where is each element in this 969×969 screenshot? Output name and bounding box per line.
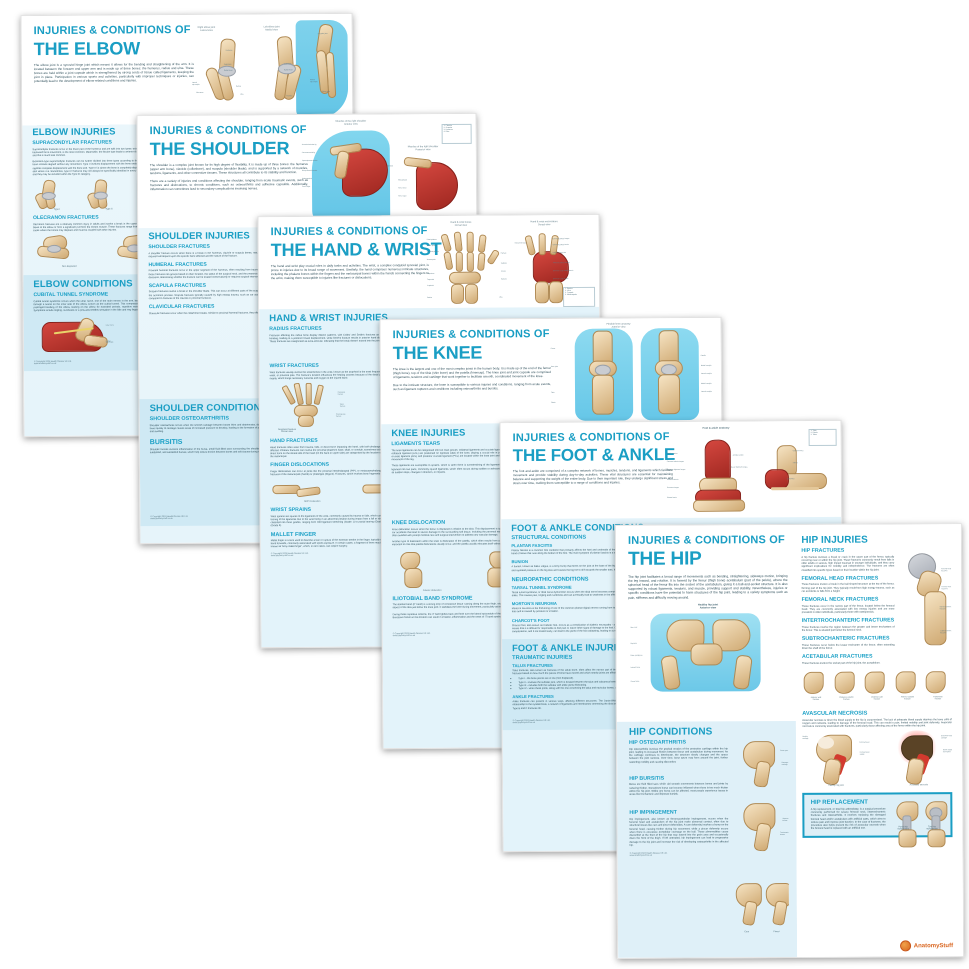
hip-replacement-title: HIP REPLACEMENT [810,799,868,807]
intertrochanteric-fractures-text: These fractures involve the region betwe… [801,625,895,632]
hip-replacement-callout: HIP REPLACEMENT A hip replacement, or to… [802,792,953,848]
foot-legend: 1. Tibia 2. Fibula 3. Talus [808,428,837,447]
shoulder-diagram-caption-right: Muscles of the right shoulder Posterior … [407,145,439,151]
femoral-neck-fractures-text: These fractures occur in the narrow part… [801,603,895,614]
anatomystuff-logo-icon [899,940,911,952]
poster-shoulder-intro-2: There are a variety of injuries and cond… [149,177,309,192]
hip-replacement-text: A hip replacement, or total hip arthropl… [810,807,886,831]
hand-legend: 1. Radius 2. Ulna 3. Carpals 4. Metacarp… [562,286,596,308]
subtrochanteric-fractures-text: These fractures occur below the lesser t… [801,643,895,650]
foot-ankle-diagram: Foot & ankle anatomy Tibialis anterior E… [667,425,840,518]
poster-shoulder-intro-1: The shoulder is a complex joint known fo… [149,161,308,175]
poster-knee-intro-1: The knee is the largest and one of the m… [392,365,551,379]
shoulder-diagram-caption-left: Muscles of the right shoulder Anterior v… [335,119,367,126]
hip-conditions-band: HIP CONDITIONS HIP OSTEOARTHRITIS Hip os… [616,720,798,958]
poster-elbow-intro: The elbow joint is a synovial hinge join… [33,61,194,83]
hip-section-conditions-heading: HIP CONDITIONS [628,726,713,738]
hip-fractures-title: HIP FRACTURES [801,547,845,554]
femoral-neck-fractures-title: FEMORAL NECK FRACTURES [801,596,879,603]
hand-diagram-caption-left: Hand & wrist bones Dorsal view [450,220,472,227]
poster-hip-kicker: INJURIES & CONDITIONS OF [627,534,785,547]
hip-copyright-line2: www.anatomystuff.co.uk [629,854,652,857]
acetabular-fractures-text: These fractures involve the socket part … [801,661,881,665]
elbow-diagram-caption-right: Left elbow joint Medial view [263,25,280,32]
acetabular-fractures-title: ACETABULAR FRACTURES [801,653,873,661]
hip-bursitis-text: Bursa are fluid filled sacs which aid sm… [629,782,729,796]
poster-hand-intro: The hand and wrist play crucial roles in… [270,262,429,280]
femoral-head-fractures-text: These fractures involve a break in the b… [801,582,895,593]
shoulder-legend: 1. Clavicle 2. Scapula 3. Humerus 4. Rib… [441,123,472,145]
hip-impingement-text: Hip impingement, also known as femoroace… [629,817,729,847]
hip-impingement-title: HIP IMPINGEMENT [629,809,677,817]
foot-diagram-caption: Foot & ankle anatomy [702,426,730,430]
acetabular-fracture-figures: Anterior wall fracture Posterior column … [802,670,952,701]
hip-healthy-diagram: Healthy hip joint Anterior view Iliac cr… [628,603,788,696]
shoulder-diagram: Muscles of the right shoulder Anterior v… [302,118,475,227]
hand-diagram-caption-right: Hand & wrist musculature Dorsal view [530,220,558,226]
elbow-diagram: Right elbow joint Lateral view Left elbo… [190,19,349,119]
poster-hip[interactable]: INJURIES & CONDITIONS OF THE HIP The hip… [614,523,965,959]
intertrochanteric-fractures-title: INTERTROCHANTERIC FRACTURES [801,617,895,625]
hip-section-injuries-heading: HIP INJURIES [801,534,868,546]
femoral-head-fractures-title: FEMORAL HEAD FRACTURES [801,575,879,582]
knee-diagram: Flexible knee anatomy Anterior view Femu… [549,322,720,423]
hip-diagram-caption: Healthy hip joint Anterior view [697,603,719,610]
poster-hip-intro: The hip joint facilitates a broad range … [628,573,788,600]
poster-knee-intro-2: Due to the intricate structure, the knee… [392,381,551,391]
knee-diagram-caption: Flexible knee anatomy Anterior view [606,322,631,329]
hip-bursitis-title: HIP BURSITIS [629,775,665,782]
avascular-necrosis-text: Avascular necrosis is when the blood sup… [802,717,952,728]
elbow-diagram-caption-left: Right elbow joint Lateral view [197,25,216,32]
hand-wrist-diagram: Hand & wrist bones Dorsal view Hand & wr… [427,219,598,308]
anatomystuff-logo: AnatomyStuff [899,940,954,952]
hip-impingement-figure: Cam Pincer [734,877,790,933]
poster-hip-title: THE HIP [627,548,702,570]
hip-osteoarthritis-text: Hip osteoarthritis involves the gradual … [629,746,728,764]
subtrochanteric-fractures-title: SUBTROCHANTERIC FRACTURES [801,635,890,643]
anatomystuff-logo-text: AnatomyStuff [913,942,954,949]
avascular-necrosis-title: AVASCULAR NECROSIS [802,710,868,717]
poster-foot-intro: The foot and ankle are comprised of a co… [512,467,673,485]
hip-fractures-text: A hip fracture involves a break or crack… [801,554,895,572]
hip-osteoarthritis-title: HIP OSTEOARTHRITIS [628,739,687,746]
